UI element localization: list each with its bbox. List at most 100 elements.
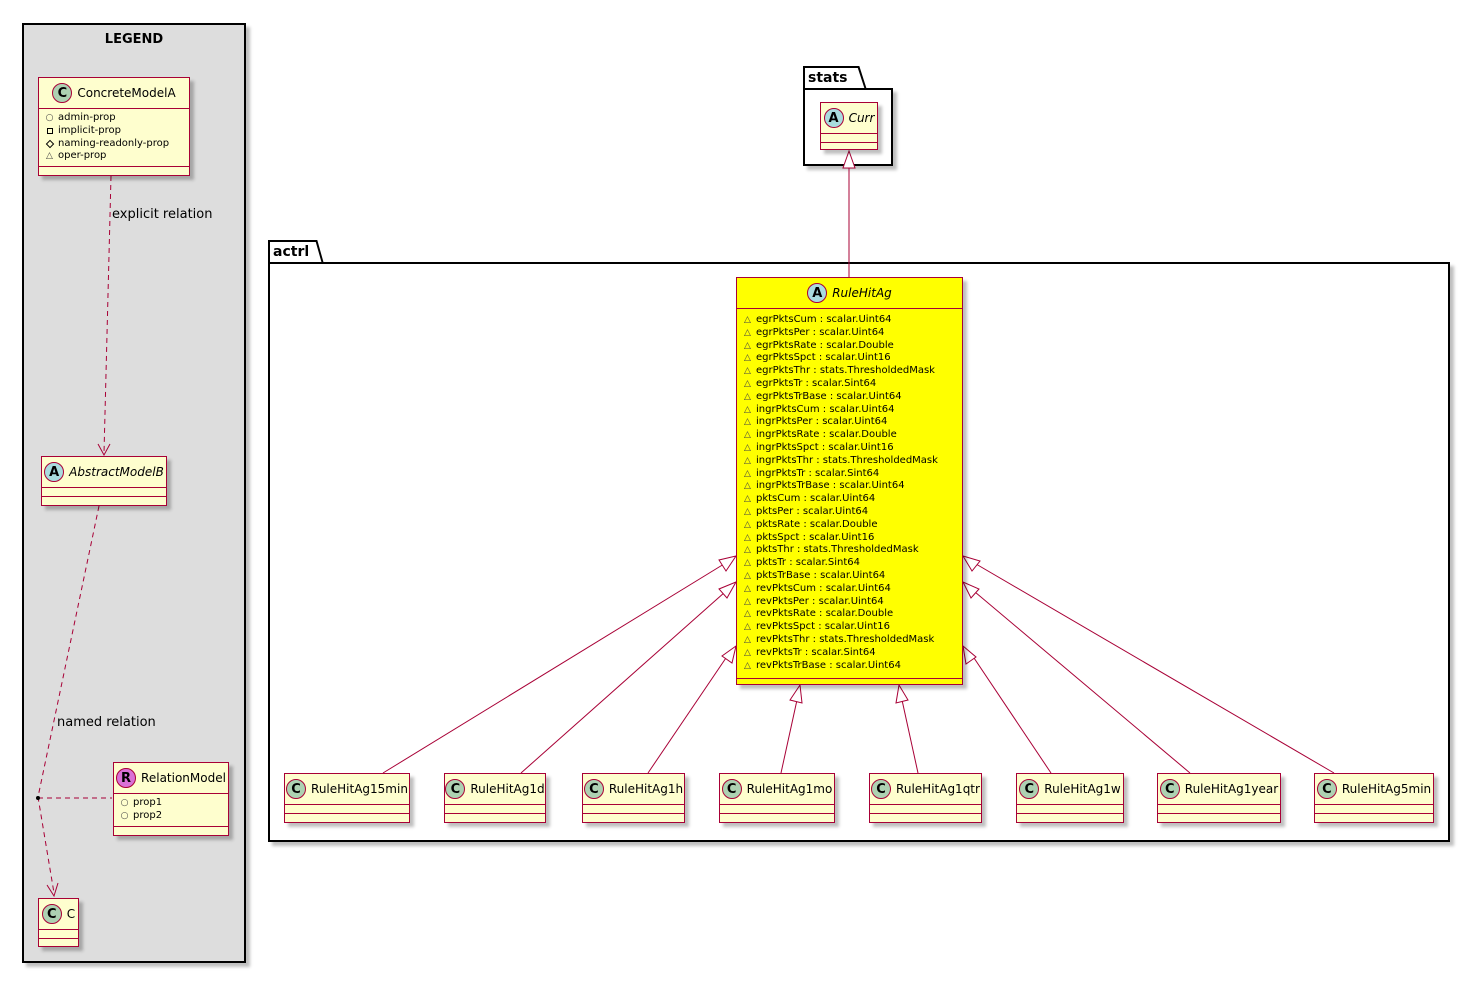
attribute-text: ingrPktsCum : scalar.Uint64 <box>756 403 895 415</box>
attribute-row: △pktsThr : stats.ThresholdedMask <box>743 544 962 557</box>
attribute-row: △ pktsPer : scalar.Uint64 <box>743 506 962 519</box>
package-visibility-icon: △ <box>744 315 751 325</box>
method-list <box>870 814 981 821</box>
package-icon: △ <box>46 151 53 162</box>
class-c[interactable]: C C <box>38 898 79 947</box>
attribute-text: pktsTrBase : scalar.Uint64 <box>756 569 886 581</box>
attribute-row: △ ingrPktsTr : scalar.Sint64 <box>743 468 962 481</box>
attribute-row: △revPktsTr : scalar.Sint64 <box>743 647 962 660</box>
package-visibility-icon: △ <box>744 417 751 428</box>
package-visibility-icon: △ <box>744 353 751 364</box>
attribute-text: pktsRate : scalar.Double <box>756 518 878 530</box>
package-actrl-tab: actrl <box>270 242 322 264</box>
protected-icon <box>45 139 54 149</box>
attribute-row: △egrPktsTrBase : scalar.Uint64 <box>743 391 962 404</box>
package-stats-tab: stats <box>805 68 865 90</box>
attribute-text: ingrPktsThr : stats.ThresholdedMask <box>756 454 938 466</box>
explicit-relation-label: explicit relation <box>112 207 213 222</box>
class-header: A RuleHitAg <box>737 278 962 309</box>
class-name: RuleHitAg1qtr <box>896 782 980 796</box>
attribute-row: △revPktsRate : scalar.Double <box>743 608 962 621</box>
attribute-text: pktsPer : scalar.Uint64 <box>756 505 869 517</box>
class-a-icon: A <box>823 108 844 128</box>
attribute-list <box>1315 805 1433 814</box>
attribute-row: △egrPktsCum : scalar.Uint64 <box>743 314 962 327</box>
attribute-text: revPktsTrBase : scalar.Uint64 <box>756 659 901 671</box>
class-relation-model[interactable]: R RelationModel ○prop1 ○prop2 <box>113 762 229 836</box>
class-c-icon: C <box>286 779 307 799</box>
class-header: C C <box>39 899 78 930</box>
class-rule-hit-ag-5min[interactable]: C RuleHitAg5min <box>1314 773 1434 823</box>
attribute-text: revPktsRate : scalar.Double <box>756 608 894 620</box>
package-visibility-icon: △ <box>744 583 751 594</box>
attribute-list <box>285 805 409 814</box>
attribute-row: △pktsRate : scalar.Double <box>743 519 962 532</box>
attribute-text: ingrPktsTr : scalar.Sint64 <box>756 467 880 479</box>
attribute-list: △egrPktsCum : scalar.Uint64△egrPktsPer :… <box>737 309 962 680</box>
public-icon: ○ <box>120 810 129 821</box>
attribute-row: △ingrPktsRate : scalar.Double <box>743 429 962 442</box>
package-visibility-icon: △ <box>744 378 751 389</box>
class-a-icon: A <box>807 283 828 303</box>
attribute-row: △egrPktsTr : scalar.Sint64 <box>743 378 962 391</box>
class-name: RuleHitAg5min <box>1341 782 1432 796</box>
attribute-list <box>445 805 545 814</box>
attribute-text: ingrPktsTrBase : scalar.Uint64 <box>756 480 905 492</box>
package-visibility-icon: △ <box>744 468 751 479</box>
method-list <box>1158 814 1280 821</box>
class-rule-hit-ag[interactable]: A RuleHitAg △egrPktsCum : scalar.Uint64△… <box>736 277 963 685</box>
package-visibility-icon: △ <box>744 558 751 569</box>
attribute-text: pktsSpct : scalar.Uint16 <box>756 531 875 543</box>
class-a-icon: A <box>44 462 65 482</box>
method-list <box>737 679 962 686</box>
attribute-text: pktsCum : scalar.Uint64 <box>756 493 876 505</box>
class-name: RuleHitAg <box>832 286 892 300</box>
package-visibility-icon: △ <box>744 622 751 633</box>
class-header: C RuleHitAg15min <box>285 774 409 805</box>
package-visibility-icon: △ <box>744 455 751 466</box>
class-concrete-model-a[interactable]: C ConcreteModelA ○admin-prop implicit-pr… <box>38 77 190 176</box>
attribute-row: naming-readonly-prop <box>45 138 189 151</box>
package-visibility-icon: △ <box>744 532 751 543</box>
class-c-icon: C <box>41 904 62 924</box>
class-name: RuleHitAg15min <box>311 782 408 796</box>
class-name: AbstractModelB <box>69 465 164 479</box>
package-visibility-icon: △ <box>744 404 751 415</box>
package-stats-name: stats <box>808 70 848 86</box>
class-rule-hit-ag-15min[interactable]: C RuleHitAg15min <box>284 773 410 823</box>
package-visibility-icon: △ <box>744 494 751 505</box>
attribute-text: pktsTr : scalar.Sint64 <box>756 557 860 569</box>
attribute-row: △ ingrPktsThr : stats.ThresholdedMask <box>743 455 962 468</box>
class-name: ConcreteModelA <box>77 86 176 100</box>
package-visibility-icon: △ <box>744 545 751 556</box>
package-visibility-icon: △ <box>744 647 751 658</box>
attribute-row: implicit-prop <box>45 125 189 138</box>
package-actrl-name: actrl <box>273 244 310 260</box>
class-curr[interactable]: A Curr <box>820 102 878 150</box>
method-list <box>39 939 78 946</box>
class-abstract-model-b[interactable]: A AbstractModelB <box>41 456 167 506</box>
attribute-list <box>1017 805 1123 814</box>
method-list <box>114 827 228 834</box>
class-c-icon: C <box>1316 779 1337 799</box>
class-c-icon: C <box>1159 779 1180 799</box>
attribute-row: △ pktsSpct : scalar.Uint16 <box>743 532 962 545</box>
attribute-list <box>583 805 684 814</box>
attribute-row: ○admin-prop <box>45 112 116 123</box>
attribute-text: revPktsThr : stats.ThresholdedMask <box>756 633 935 645</box>
method-list <box>1017 814 1123 821</box>
method-list <box>445 814 545 821</box>
attribute-text: egrPktsTrBase : scalar.Uint64 <box>756 390 902 402</box>
package-visibility-icon: △ <box>744 570 751 581</box>
package-visibility-icon: △ <box>744 506 751 517</box>
